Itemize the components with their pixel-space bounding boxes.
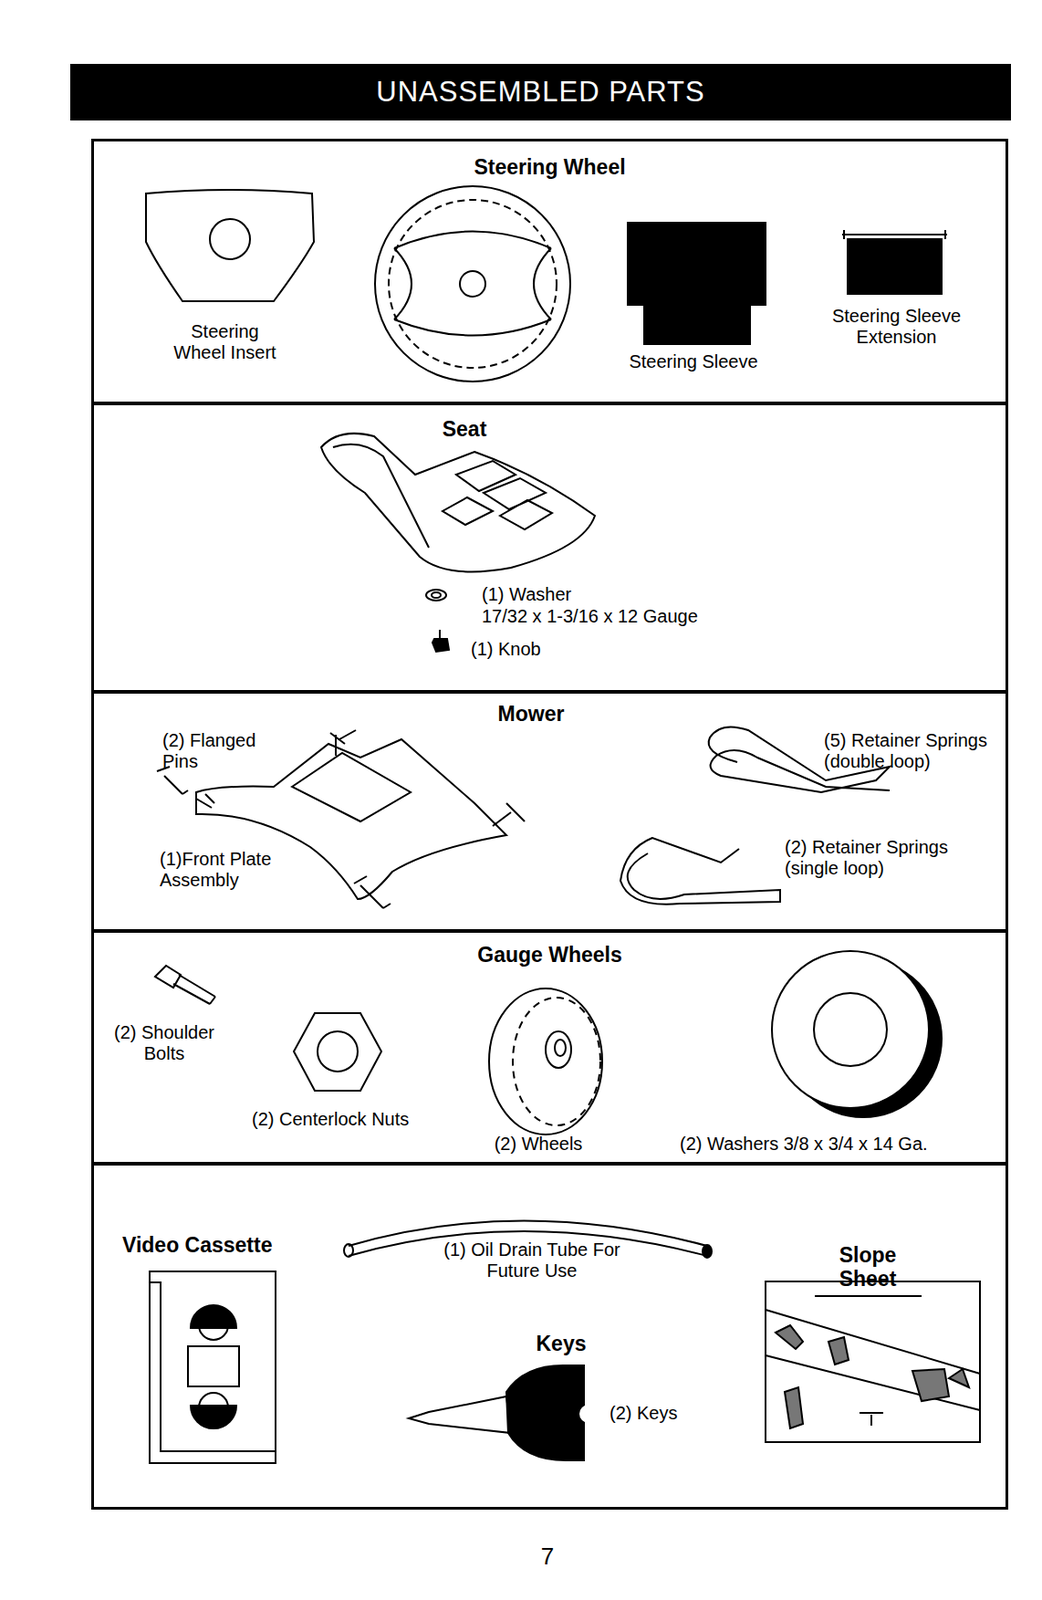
parts-panel: Steering Wheel [91,138,1009,405]
part-label: (1) Washer [481,583,601,605]
section-heading: Video Cassette [122,1232,324,1257]
gauge-wheel [489,988,603,1135]
section-heading: Mower [91,701,971,726]
front-plate [196,739,507,899]
part-label: (2) Keys [609,1402,710,1424]
single-loop-spring [620,837,781,905]
part-label: (2) Washers 3/8 x 3/4 x 14 Ga. [679,1133,990,1155]
centerlock-nut [293,1012,382,1091]
steering-sleeve [627,222,766,344]
part-label: (5) Retainer Springs (double loop) [823,729,1007,772]
parts-panel: Gauge Wheels [91,929,1009,1165]
section-heading: Steering Wheel [91,155,1009,179]
part-label: (2) Centerlock Nuts [251,1108,453,1130]
wheel-insert [145,189,314,302]
part-label: Steering Sleeve Extension [821,305,972,348]
shoulder-bolt [155,965,216,1004]
seat [321,433,595,573]
section-heading: Seat [91,416,838,441]
slope-sheet [765,1281,980,1442]
part-label: 17/32 x 1-3/16 x 12 Gauge [481,605,738,627]
section-heading: Keys [469,1331,653,1355]
parts-panel: Video CassetteKeys Slope Sheet [91,1162,1009,1510]
part-label: (1) Oil Drain Tube For Future Use [436,1239,628,1282]
part-label: (2) Shoulder Bolts [100,1021,229,1064]
sleeve-extension [847,239,942,294]
part-label: (1)Front Plate Assembly [159,848,292,891]
part-label: (2) Retainer Springs (single loop) [784,836,972,879]
part-label: (2) Wheels [479,1133,598,1155]
parts-panel: Mower [91,690,1009,932]
part-label: Steering Sleeve [611,351,776,373]
page-number: 7 [520,1542,575,1570]
steering-wheel [375,186,571,382]
video-cassette [149,1271,276,1463]
part-label: (1) Knob [470,638,581,660]
title-bar: UNASSEMBLED PARTS [70,63,1011,121]
key [408,1396,511,1433]
part-label: (2) Flanged Pins [162,729,277,772]
section-heading: Gauge Wheels [91,942,1009,967]
parts-panel: Seat [91,402,1009,693]
part-label: Steering Wheel Insert [167,321,282,364]
section-heading: Slope Sheet [821,1242,915,1291]
page-title: UNASSEMBLED PARTS [375,75,705,109]
